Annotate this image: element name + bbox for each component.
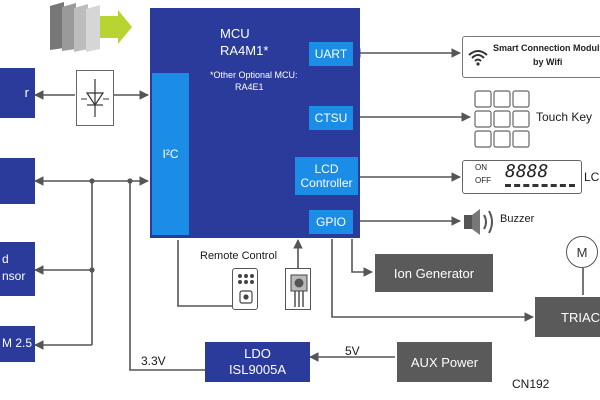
left-block-2 — [0, 158, 35, 204]
lcd-off: OFF — [475, 176, 491, 185]
lcd-segments — [505, 184, 575, 191]
touch-key-label: Touch Key — [536, 110, 593, 124]
cn192-label: CN192 — [512, 377, 550, 391]
triac-label: TRIAC — [561, 309, 600, 325]
lcd-display: ON OFF 8888 — [462, 160, 582, 194]
buzzer-label: Buzzer — [500, 213, 535, 225]
mcu-note-line1: *Other Optional MCU: — [210, 70, 298, 80]
voltage-5v-label: 5V — [345, 344, 360, 358]
left-block-3-sensor: d nsor — [0, 242, 35, 296]
lcd-controller-line2: Controller — [300, 176, 353, 190]
touch-key-grid — [474, 90, 532, 150]
motor-label: M — [576, 244, 588, 260]
mcu-part: RA4M1* — [220, 43, 269, 58]
left-block-3-line2: nsor — [2, 269, 26, 283]
lcd-controller-block: LCD Controller — [295, 157, 358, 195]
triac-block: TRIAC — [535, 297, 600, 337]
gpio-block: GPIO — [309, 210, 353, 234]
ldo-line2: ISL9005A — [228, 362, 287, 377]
ion-generator-label: Ion Generator — [393, 265, 475, 281]
filter-illustration — [48, 2, 132, 52]
remote-control-label: Remote Control — [200, 250, 278, 262]
left-block-1: r — [0, 68, 35, 118]
mcu-title: MCU — [220, 26, 250, 41]
left-block-4-pm25: M 2.5 — [0, 326, 35, 362]
wifi-icon — [468, 50, 488, 66]
i2c-block: I²C — [152, 73, 189, 235]
ldo-block: LDO ISL9005A — [205, 342, 310, 382]
ctsu-label: CTSU — [314, 111, 348, 125]
wifi-module: Smart Connection Modul by Wifi — [462, 36, 600, 78]
i2c-label: I²C — [162, 147, 179, 161]
lcd-controller-line1: LCD — [314, 162, 339, 176]
left-block-3-line1: d — [2, 252, 9, 266]
mcu-note-line2: RA4E1 — [235, 82, 264, 92]
uart-label: UART — [314, 47, 348, 61]
lcd-label: LC — [584, 170, 600, 184]
ctsu-block: CTSU — [309, 106, 353, 130]
remote-control-icon — [232, 268, 258, 310]
wifi-line2: by Wifi — [533, 57, 563, 67]
aux-power-label: AUX Power — [410, 354, 479, 370]
voltage-3v3-label: 3.3V — [141, 354, 166, 368]
gpio-label: GPIO — [315, 215, 346, 229]
ion-generator-block: Ion Generator — [375, 254, 493, 292]
ir-receiver-icon — [285, 268, 311, 310]
lcd-on: ON — [475, 163, 487, 172]
lcd-digits: 8888 — [505, 161, 549, 182]
rectifier-icon — [76, 70, 114, 126]
wifi-line1: Smart Connection Modul — [493, 43, 600, 53]
buzzer-icon — [462, 207, 498, 237]
ldo-line1: LDO — [244, 346, 271, 361]
motor-icon: M — [566, 236, 598, 268]
uart-block: UART — [309, 42, 353, 66]
left-block-4-label: M 2.5 — [2, 336, 33, 350]
aux-power-block: AUX Power — [397, 342, 492, 382]
left-block-1-label: r — [24, 85, 29, 100]
